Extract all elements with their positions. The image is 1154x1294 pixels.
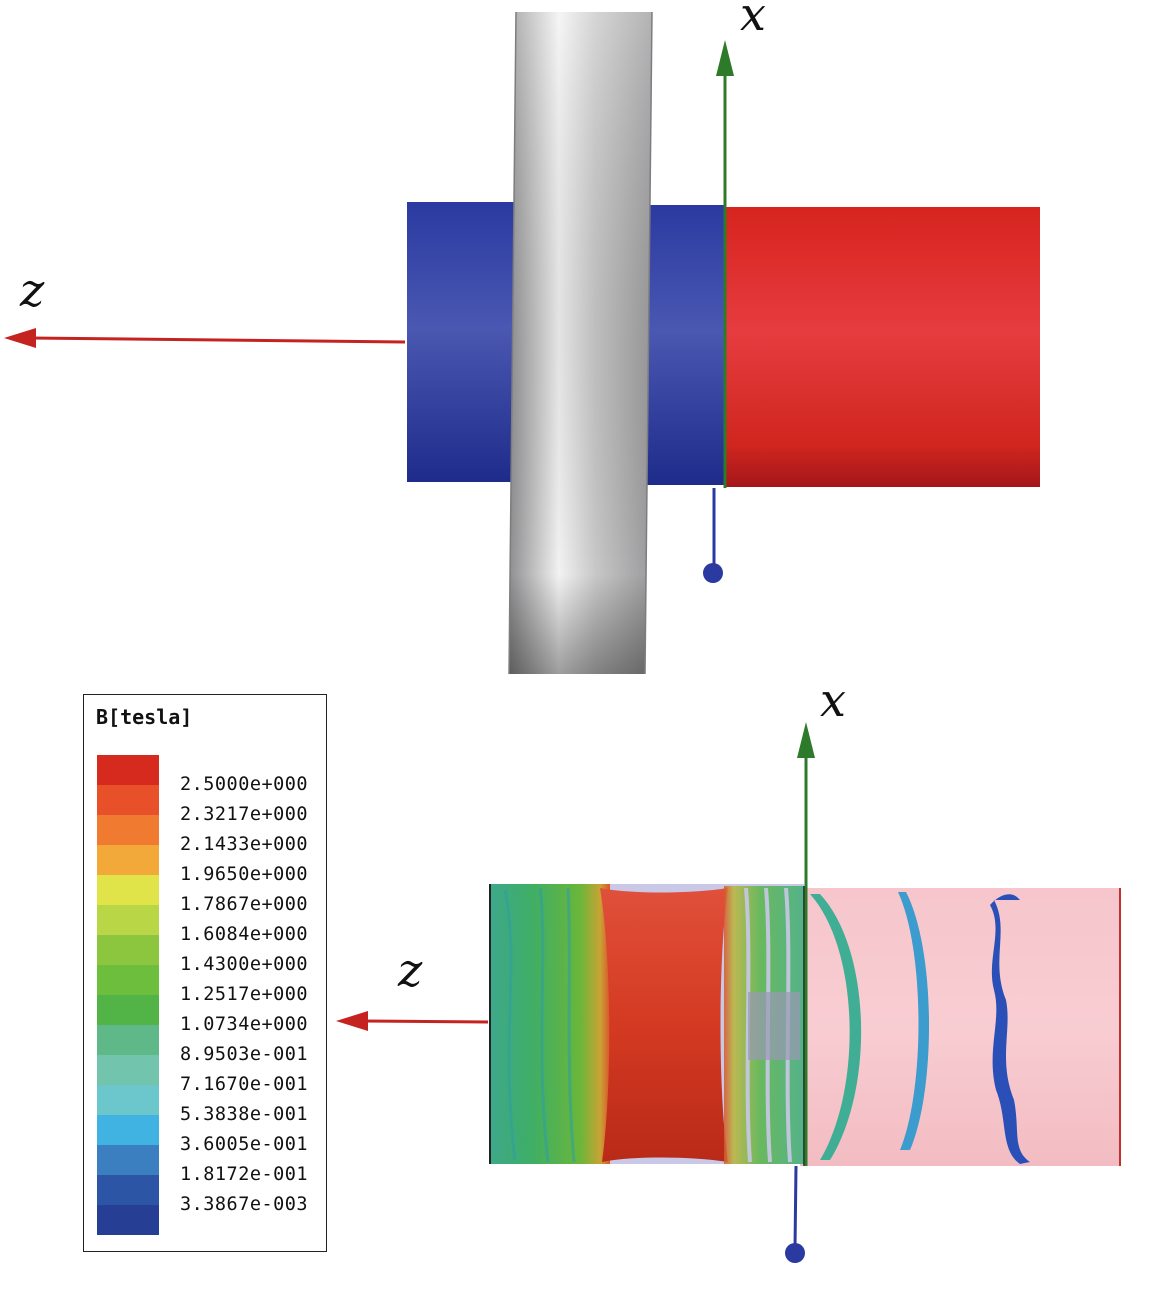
blue-cylinder-middle	[644, 205, 726, 485]
top-origin-stub	[703, 488, 723, 583]
legend-value: 1.4300e+000	[180, 954, 309, 975]
legend-swatch	[97, 1145, 159, 1175]
legend-swatch	[97, 905, 159, 935]
field-band-left	[490, 884, 610, 1164]
legend-swatch	[97, 1025, 159, 1055]
legend-swatch	[97, 995, 159, 1025]
legend-value: 1.2517e+000	[180, 984, 309, 1005]
legend-swatch	[97, 845, 159, 875]
legend-value: 3.6005e-001	[180, 1134, 309, 1155]
legend-value: 1.9650e+000	[180, 864, 309, 885]
bottom-field-view: x z	[336, 673, 1121, 1263]
legend-value: 1.6084e+000	[180, 924, 309, 945]
legend-color-bar	[97, 755, 159, 1235]
legend-value: 2.1433e+000	[180, 834, 309, 855]
legend-value: 1.8172e-001	[180, 1164, 309, 1185]
red-core	[600, 888, 728, 1162]
legend-swatch	[97, 815, 159, 845]
top-x-axis-label: x	[740, 0, 766, 41]
isosurface-shell-3	[990, 894, 1030, 1164]
top-z-axis	[4, 328, 406, 348]
legend-swatch	[97, 755, 159, 785]
color-legend: B[tesla] 2.5000e+000 2.3217e+000 2.1433e+0…	[83, 694, 327, 1252]
top-z-axis-label: z	[19, 263, 45, 317]
legend-swatch	[97, 965, 159, 995]
legend-swatch	[97, 1175, 159, 1205]
gray-disc	[508, 11, 653, 675]
bottom-origin-stub	[785, 1165, 805, 1263]
blue-cylinder-left	[407, 202, 519, 482]
red-cylinder	[724, 207, 1040, 487]
bottom-x-axis	[797, 722, 815, 1166]
legend-swatch	[97, 1085, 159, 1115]
legend-value: 1.0734e+000	[180, 1014, 309, 1035]
legend-value: 3.3867e-003	[180, 1194, 309, 1215]
bottom-z-axis	[336, 1011, 489, 1031]
top-x-axis	[716, 40, 734, 488]
bottom-z-axis-label: z	[397, 943, 423, 997]
top-model-view: x z	[4, 0, 1040, 675]
legend-value: 8.9503e-001	[180, 1044, 309, 1065]
legend-swatch	[97, 1115, 159, 1145]
isosurface-shell-1	[810, 894, 862, 1160]
legend-value: 5.3838e-001	[180, 1104, 309, 1125]
legend-value: 1.7867e+000	[180, 894, 309, 915]
legend-swatch	[97, 875, 159, 905]
legend-swatch	[97, 785, 159, 815]
legend-values: 2.5000e+000 2.3217e+000 2.1433e+000 1.9650e…	[180, 770, 308, 1220]
legend-swatch	[97, 1055, 159, 1085]
legend-value: 2.3217e+000	[180, 804, 309, 825]
legend-title: B[tesla]	[96, 705, 193, 729]
bottom-x-axis-label: x	[820, 673, 846, 727]
isosurface-shell-2	[898, 892, 930, 1150]
legend-swatch	[97, 935, 159, 965]
legend-swatch	[97, 1205, 159, 1235]
legend-value: 2.5000e+000	[180, 774, 309, 795]
pink-cylinder	[800, 888, 1120, 1166]
legend-value: 7.1670e-001	[180, 1074, 309, 1095]
